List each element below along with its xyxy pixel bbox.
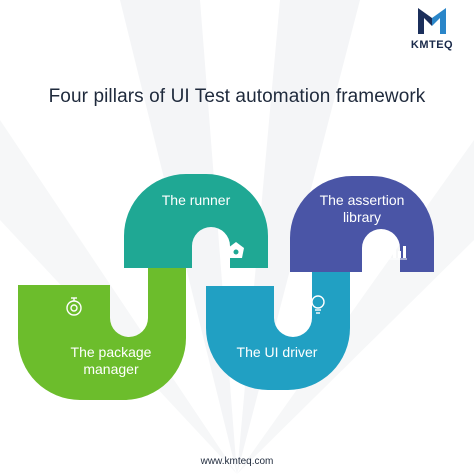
bar-chart-icon	[387, 246, 407, 260]
pillar-label-package-manager: The package manager	[70, 344, 152, 377]
pillar-shape-ui-driver	[206, 252, 350, 390]
brand-name: KMTEQ	[410, 39, 454, 51]
pillar-shape-package-manager	[18, 228, 186, 400]
pillar-label-runner: The runner	[161, 192, 231, 208]
gear-hand-icon	[228, 242, 244, 258]
lightbulb-icon	[311, 295, 325, 314]
page-title: Four pillars of UI Test automation frame…	[48, 86, 426, 107]
pillar-label-assertion-library: The assertion library	[319, 192, 405, 225]
brand-logo: KMTEQ	[402, 6, 462, 51]
pillar-shape-assertion-library	[290, 176, 434, 272]
kmteq-logo-mark-icon	[418, 8, 446, 34]
pillar-label-ui-driver: The UI driver	[236, 344, 318, 360]
footer-website[interactable]: www.kmteq.com	[200, 456, 274, 467]
stopwatch-icon	[66, 297, 82, 316]
pillar-shape-runner	[124, 174, 268, 268]
